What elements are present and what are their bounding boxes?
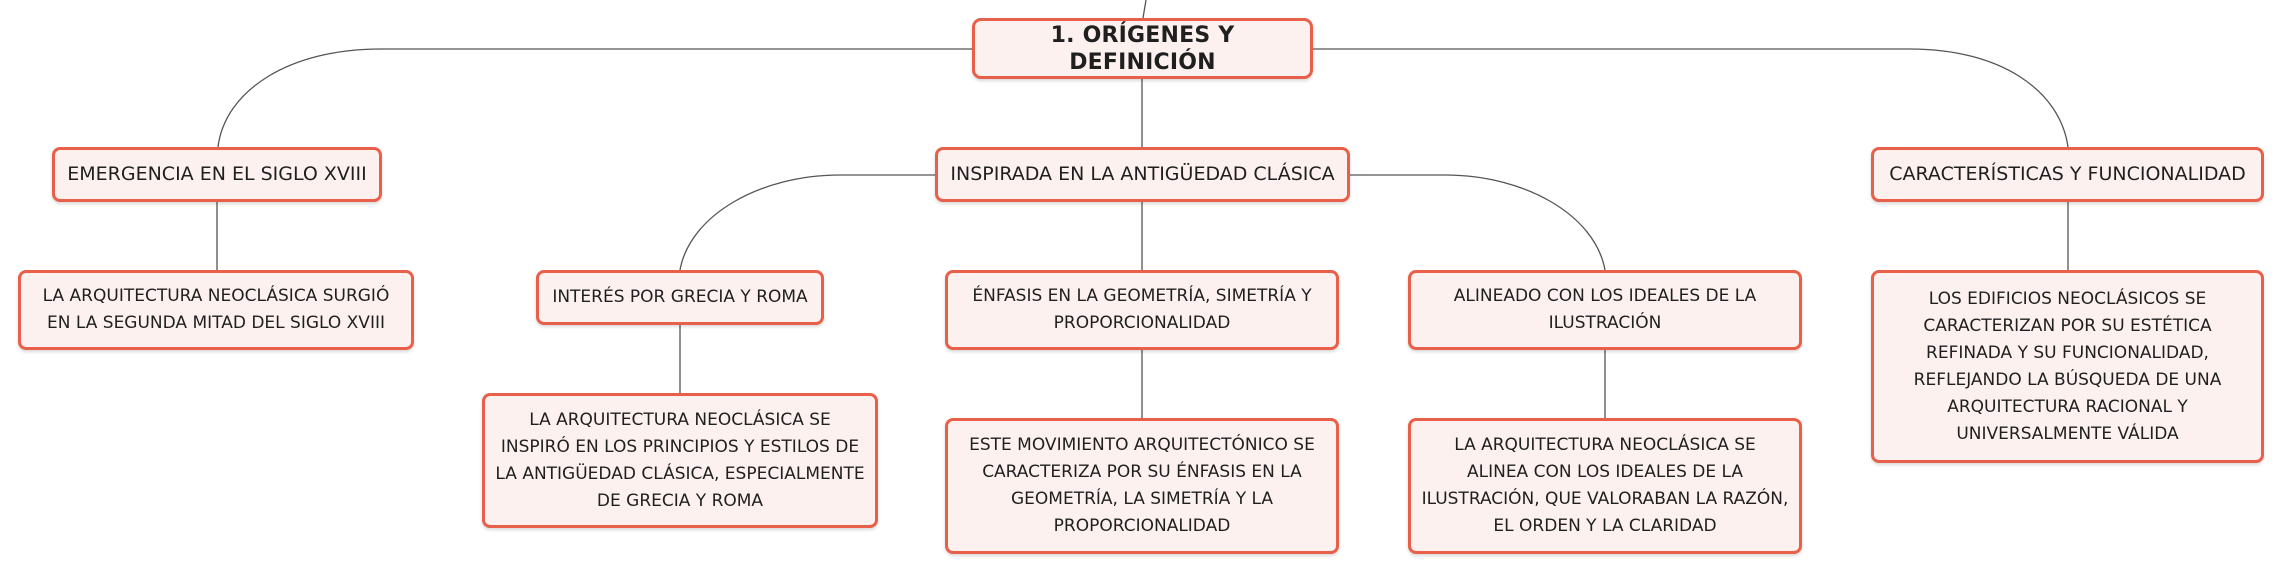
detail-geometria-label: ESTE MOVIMIENTO ARQUITECTÓNICO SE CARACT… — [969, 435, 1315, 536]
detail-grecia-roma-label: LA ARQUITECTURA NEOCLÁSICA SE INSPIRÓ EN… — [495, 409, 865, 511]
subtopic-geometria[interactable]: ÉNFASIS EN LA GEOMETRÍA, SIMETRÍA Y PROP… — [945, 270, 1339, 350]
connector-parent-root — [1142, 0, 1147, 19]
branch-inspirada-label: INSPIRADA EN LA ANTIGÜEDAD CLÁSICA — [950, 163, 1335, 185]
branch-caracteristicas-label: CARACTERÍSTICAS Y FUNCIONALIDAD — [1889, 163, 2246, 185]
root-topic-label: 1. ORÍGENES Y DEFINICIÓN — [1050, 22, 1235, 75]
detail-geometria[interactable]: ESTE MOVIMIENTO ARQUITECTÓNICO SE CARACT… — [945, 418, 1339, 554]
subtopic-funcionalidad-label: LOS EDIFICIOS NEOCLÁSICOS SE CARACTERIZA… — [1913, 288, 2222, 444]
branch-emergencia-label: EMERGENCIA EN EL SIGLO XVIII — [67, 163, 367, 185]
subtopic-ilustracion-label: ALINEADO CON LOS IDEALES DE LA ILUSTRACI… — [1453, 286, 1757, 333]
subtopic-ilustracion[interactable]: ALINEADO CON LOS IDEALES DE LA ILUSTRACI… — [1408, 270, 1802, 350]
connector-b2-right — [1350, 174, 1606, 271]
connector-root-left — [217, 48, 972, 148]
connector-root-right — [1313, 48, 2069, 148]
connector-b2-left — [679, 174, 935, 271]
root-topic[interactable]: 1. ORÍGENES Y DEFINICIÓN — [972, 18, 1313, 79]
detail-ilustracion-label: LA ARQUITECTURA NEOCLÁSICA SE ALINEA CON… — [1421, 435, 1789, 536]
detail-grecia-roma[interactable]: LA ARQUITECTURA NEOCLÁSICA SE INSPIRÓ EN… — [482, 393, 878, 528]
subtopic-siglo-xviii[interactable]: LA ARQUITECTURA NEOCLÁSICA SURGIÓ EN LA … — [18, 270, 414, 350]
subtopic-geometria-label: ÉNFASIS EN LA GEOMETRÍA, SIMETRÍA Y PROP… — [972, 286, 1312, 333]
branch-caracteristicas[interactable]: CARACTERÍSTICAS Y FUNCIONALIDAD — [1871, 147, 2264, 202]
subtopic-siglo-xviii-label: LA ARQUITECTURA NEOCLÁSICA SURGIÓ EN LA … — [42, 286, 390, 333]
subtopic-grecia-roma[interactable]: INTERÉS POR GRECIA Y ROMA — [536, 270, 824, 325]
branch-inspirada[interactable]: INSPIRADA EN LA ANTIGÜEDAD CLÁSICA — [935, 147, 1350, 202]
subtopic-funcionalidad[interactable]: LOS EDIFICIOS NEOCLÁSICOS SE CARACTERIZA… — [1871, 270, 2264, 463]
detail-ilustracion[interactable]: LA ARQUITECTURA NEOCLÁSICA SE ALINEA CON… — [1408, 418, 1802, 554]
subtopic-grecia-roma-label: INTERÉS POR GRECIA Y ROMA — [552, 287, 808, 307]
branch-emergencia[interactable]: EMERGENCIA EN EL SIGLO XVIII — [52, 147, 382, 202]
